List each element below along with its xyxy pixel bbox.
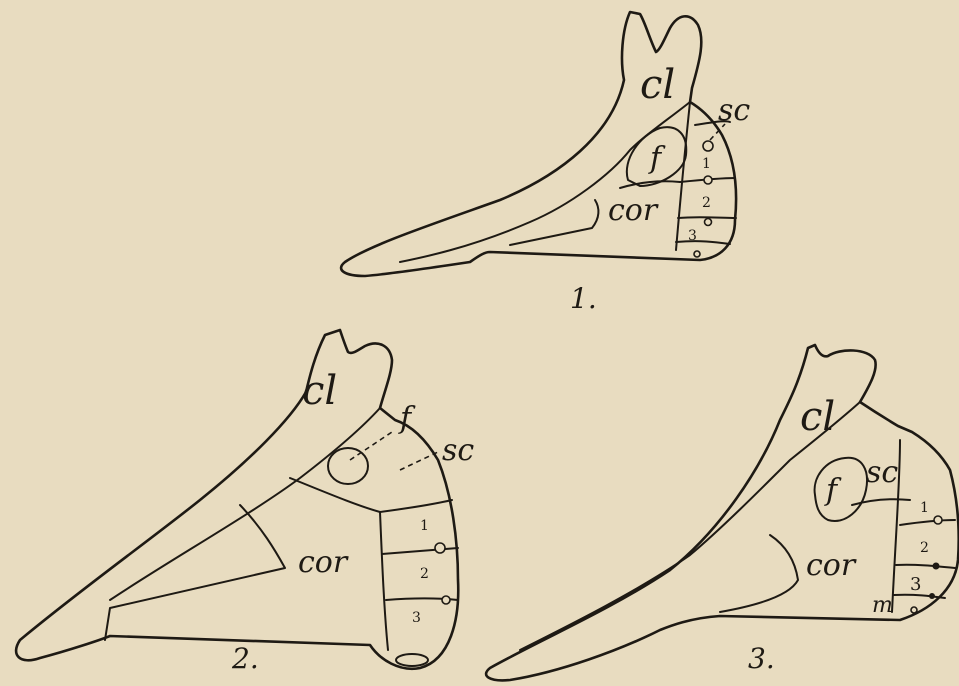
figure-2-foramen bbox=[328, 448, 368, 484]
figure-1-joint-c bbox=[705, 219, 712, 226]
figure-1-seg-3: 3 bbox=[688, 228, 697, 244]
figure-3-seg-1: 1 bbox=[920, 500, 929, 516]
figure-3-foramen bbox=[815, 458, 867, 521]
figure-2-segment-divider-1 bbox=[380, 500, 452, 512]
figure-2-label-cor: cor bbox=[298, 545, 349, 580]
figure-1-label-cl: cl bbox=[640, 62, 675, 108]
figure-1-seg-2: 2 bbox=[702, 195, 711, 211]
figure-2-coracoid-boundary bbox=[290, 478, 380, 512]
figure-3-outline bbox=[486, 345, 959, 680]
figure-3-label-f: f bbox=[824, 473, 842, 508]
figure-2-f-leader bbox=[350, 432, 392, 460]
figure-1-segment-divider-3 bbox=[676, 241, 730, 244]
figure-1-label-cor: cor bbox=[608, 193, 659, 228]
figure-3-seg-3: 3 bbox=[910, 574, 921, 595]
figure-3-label-sc: sc bbox=[866, 455, 898, 490]
figure-2-number: 2. bbox=[231, 642, 259, 675]
figure-2-seg-3: 3 bbox=[412, 610, 421, 626]
figure-2-segment-divider-2 bbox=[382, 548, 458, 554]
figure-1-number: 1. bbox=[570, 282, 597, 315]
figure-1-seg-1: 1 bbox=[702, 156, 711, 172]
figure-3-joint-b bbox=[933, 563, 940, 570]
figure-3-label-cl: cl bbox=[800, 394, 835, 440]
figure-3-segment-divider-1 bbox=[900, 520, 955, 525]
figure-1-joint-b bbox=[704, 176, 712, 184]
figure-1-joint-d bbox=[694, 251, 700, 257]
figure-3-seg-2: 2 bbox=[920, 540, 929, 556]
figure-3-label-cor: cor bbox=[806, 548, 857, 583]
figure-2-segment-inner-edge bbox=[380, 512, 388, 650]
figure-3-number: 3. bbox=[748, 642, 775, 675]
figure-2-label-sc: sc bbox=[442, 433, 474, 468]
figure-2: cl f sc cor 1 2 3 2. bbox=[16, 330, 474, 675]
figure-2-joint-b bbox=[442, 596, 450, 604]
figure-2-seg-1: 1 bbox=[420, 518, 429, 534]
figure-3-label-m: m bbox=[872, 593, 893, 618]
figure-2-terminal-notch bbox=[396, 654, 428, 666]
figure-1: cl sc f cor 1 2 3 1. bbox=[341, 12, 750, 315]
figure-1-label-sc: sc bbox=[718, 93, 750, 128]
figure-2-sc-leader bbox=[400, 452, 438, 470]
figure-3-segment-divider-3 bbox=[894, 595, 945, 598]
figure-2-coracoid-wedge bbox=[105, 505, 285, 640]
figure-2-joint-a bbox=[435, 543, 445, 553]
figure-3-segment-divider-2 bbox=[896, 565, 955, 568]
figure-3-coracoid-boundary bbox=[720, 535, 798, 612]
figure-3-joint-c bbox=[929, 593, 935, 599]
figure-2-outline bbox=[16, 330, 458, 669]
figure-1-joint-a bbox=[703, 141, 713, 151]
figure-3-joint-a bbox=[934, 516, 942, 524]
figure-2-seg-2: 2 bbox=[420, 566, 429, 582]
figure-1-coracoid-wedge bbox=[510, 200, 598, 245]
figure-1-label-f: f bbox=[648, 141, 666, 176]
figure-2-label-cl: cl bbox=[302, 368, 337, 414]
figure-3-joint-m bbox=[911, 607, 917, 613]
figure-3: cl f sc cor m 1 2 3 3. bbox=[486, 345, 959, 680]
